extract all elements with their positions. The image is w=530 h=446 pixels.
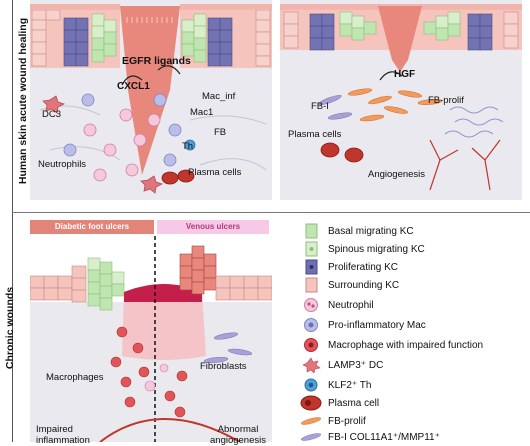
neutrophil-icon	[304, 298, 318, 312]
dfu-epidermis	[30, 265, 87, 303]
closing-wound	[378, 6, 422, 72]
vu-header: Venous ulcers	[157, 220, 269, 234]
neutrophils-label: Neutrophils	[38, 159, 87, 170]
fb-prolif-cells	[347, 88, 443, 122]
vu-header-text: Venous ulcers	[185, 222, 241, 231]
collagen-fibers	[444, 106, 504, 138]
fb-i-icon	[301, 433, 321, 441]
legend-item-klf2-th: KLF2⁺ Th	[300, 376, 371, 394]
vu-epidermis	[179, 245, 217, 295]
legend-item-pro-inflammatory-mac: Pro-inflammatory Mac	[300, 316, 426, 334]
fb-prolif-icon	[301, 417, 321, 425]
bottom-frame	[12, 213, 13, 442]
fibroblasts-chronic	[203, 332, 253, 364]
chronic-wound-panel	[30, 236, 272, 442]
legend-item-proliferating-kc: Proliferating KC	[300, 258, 398, 276]
legend-label: FB-prolif	[328, 415, 366, 427]
dfu-migrating-kc	[87, 257, 125, 311]
plasma-cells-label-right: Plasma cells	[288, 129, 342, 140]
wound-gap	[120, 6, 180, 175]
legend-item-fb-i: FB-I COL11A1⁺/MMP11⁺	[300, 428, 440, 446]
pro-inflammatory-mac-icon	[304, 318, 318, 332]
abnormal-angiogenesis-label: Abnormal angiogenesis	[210, 424, 266, 446]
legend-item-lamp3-dc: LAMP3⁺ DC	[300, 356, 383, 374]
legend-item-plasma-cell: Plasma cell	[300, 394, 379, 412]
acute-left-panel	[30, 0, 272, 200]
proliferating-kc-cells	[63, 17, 233, 67]
legend-label: Surrounding KC	[328, 279, 400, 291]
migrating-kc-cells	[91, 13, 207, 63]
legend-label: FB-I COL11A1⁺/MMP11⁺	[328, 431, 440, 443]
chronic-wounds-vertical-title: Chronic wounds	[4, 286, 16, 370]
legend-label: Spinous migrating KC	[328, 243, 425, 255]
hgf-label: HGF	[394, 69, 416, 80]
impaired-inflammation-label: Impaired inflammation	[36, 424, 90, 446]
impaired-macrophage-icon	[304, 338, 318, 352]
stratum-corneum	[30, 4, 120, 10]
fb-i-cells	[318, 95, 353, 120]
legend-label: Basal migrating KC	[328, 225, 414, 237]
basal-kc-icon	[305, 223, 318, 239]
top-frame	[12, 0, 13, 212]
plasma-cells-icon	[161, 169, 195, 185]
legend-item-basal-kc: Basal migrating KC	[300, 222, 414, 240]
plasma-cell-icon	[300, 395, 322, 411]
angiogenesis-vessels	[429, 139, 501, 191]
surrounding-kc-icon	[305, 277, 318, 293]
plasma-cells-label-left: Plasma cells	[188, 167, 242, 178]
egfr-ligands-label: EGFR ligands	[122, 55, 191, 67]
dc3-label: DC3	[42, 109, 62, 120]
ulcer-bed	[122, 292, 206, 360]
lamp3-dc-icon	[302, 357, 321, 373]
mac1-label: Mac1	[190, 107, 214, 118]
mac-inf-label: Mac_inf	[202, 91, 236, 102]
fb-i-label: FB-I	[311, 101, 329, 112]
legend-label: Macrophage with impaired function	[328, 339, 484, 351]
klf2-th-icon	[304, 378, 318, 392]
legend-item-impaired-macrophage: Macrophage with impaired function	[300, 336, 483, 354]
section-divider	[12, 212, 530, 213]
th-label: Th	[182, 141, 194, 152]
legend-item-neutrophil: Neutrophil	[300, 296, 374, 314]
th-cells	[184, 139, 196, 151]
cxcl1-label: CXCL1	[117, 81, 150, 92]
macrophage-cells	[63, 93, 182, 167]
dc3-cells	[42, 95, 164, 194]
legend-item-spinous-kc: Spinous migrating KC	[300, 240, 425, 258]
neutrophil-cells	[83, 108, 161, 182]
surrounding-kc-cells	[31, 9, 271, 67]
legend-label: LAMP3⁺ DC	[328, 359, 384, 371]
acute-wound-vertical-title: Human skin acute wound healing	[17, 17, 29, 185]
fb-prolif-label: FB-prolif	[428, 95, 464, 106]
fibroblasts-label: Fibroblasts	[200, 361, 247, 372]
legend-label: KLF2⁺ Th	[328, 379, 372, 391]
fibrous-strands	[39, 105, 267, 171]
macrophages-label: Macrophages	[46, 372, 104, 383]
legend-label: Pro-inflammatory Mac	[328, 319, 426, 331]
dfu-header-text: Diabetic foot ulcers	[54, 222, 130, 231]
plasma-cells-right	[320, 142, 364, 163]
dfu-header: Diabetic foot ulcers	[30, 220, 154, 234]
legend-label: Proliferating KC	[328, 261, 399, 273]
legend-label: Neutrophil	[328, 299, 374, 311]
legend-item-surrounding-kc: Surrounding KC	[300, 276, 399, 294]
signal-arrow	[121, 75, 143, 86]
abnormal-vessel	[99, 418, 241, 442]
angiogenesis-label: Angiogenesis	[368, 169, 426, 180]
impaired-macrophages	[110, 326, 188, 418]
spinous-kc-icon	[305, 241, 318, 257]
acute-right-panel	[280, 0, 522, 200]
fb-label: FB	[214, 127, 227, 138]
legend-item-fb-prolif: FB-prolif	[300, 412, 366, 430]
proliferating-kc-icon	[305, 259, 318, 275]
legend-label: Plasma cell	[328, 397, 380, 409]
